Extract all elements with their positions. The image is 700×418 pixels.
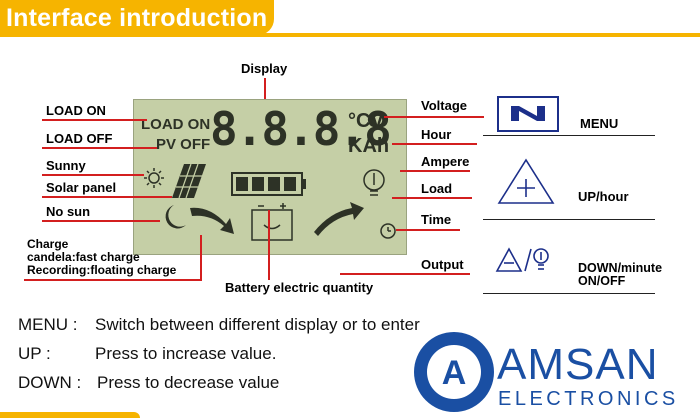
legend-up-key: UP : (18, 344, 51, 363)
legend-up-desc: Press to increase value. (95, 344, 277, 363)
sun-icon (144, 168, 164, 188)
legend-menu-key: MENU : (18, 315, 78, 334)
line-load-off (42, 147, 157, 149)
line-charge-bottom (24, 279, 202, 281)
up-label: UP/hour (578, 189, 629, 204)
brand-subtitle: ELECTRONICS (498, 388, 679, 410)
line-output (340, 273, 470, 275)
power-bulb-icon (533, 248, 549, 270)
lcd-pv-off: PV OFF (156, 136, 211, 153)
line-time (396, 229, 460, 231)
down-label-line1: DOWN/minute (578, 261, 663, 275)
lcd-cv: °CV (348, 110, 384, 132)
label-output: Output (421, 257, 464, 272)
clock-icon (380, 223, 396, 239)
label-charge-line2: candela:fast charge (27, 250, 140, 264)
line-solar-panel (42, 196, 172, 198)
display-pointer (264, 78, 266, 108)
divider-up (483, 219, 655, 220)
legend-menu-desc: Switch between different display or to e… (95, 315, 420, 334)
bulb-icon (363, 169, 385, 196)
menu-key-icon (511, 106, 545, 121)
label-charge-line3: Recording:floating charge (27, 263, 177, 277)
legend-down-desc: Press to decrease value (97, 373, 280, 392)
charge-arrow-icon (190, 207, 234, 234)
label-load-off: LOAD OFF (46, 131, 113, 146)
brand-name: AMSAN (497, 340, 659, 389)
line-sunny (42, 174, 144, 176)
label-load: Load (421, 181, 453, 196)
label-ampere: Ampere (421, 154, 470, 169)
lcd-kah: KAh (348, 135, 390, 157)
divider-menu (483, 135, 655, 136)
down-button[interactable] (495, 243, 557, 277)
logo-letter: A (442, 354, 467, 392)
line-battery (268, 210, 270, 280)
down-label: DOWN/minute ON/OFF (578, 262, 662, 288)
label-sunny: Sunny (46, 158, 86, 173)
bottom-accent-bar (0, 412, 140, 418)
label-hour: Hour (421, 127, 452, 142)
menu-button[interactable] (497, 96, 559, 134)
label-solar-panel: Solar panel (46, 180, 117, 195)
line-no-sun (42, 220, 160, 222)
line-load-on (42, 119, 147, 121)
lcd-digits: 8.8.8.8 (210, 102, 392, 156)
label-time: Time (421, 212, 452, 227)
label-charge: Charge candela:fast charge Recording:flo… (27, 238, 176, 277)
line-voltage (384, 116, 484, 118)
amsan-logo-icon: A (414, 332, 494, 412)
output-arrow-icon (314, 202, 364, 236)
label-battery-quantity: Battery electric quantity (225, 280, 374, 295)
page-title: Interface introduction (6, 4, 268, 32)
header-underline (0, 33, 700, 37)
divider-down (483, 293, 655, 294)
label-voltage: Voltage (421, 98, 467, 113)
line-load (392, 197, 472, 199)
down-label-line2: ON/OFF (578, 274, 626, 288)
header-bar (0, 0, 274, 35)
battery-icon (231, 172, 306, 196)
line-hour (392, 143, 477, 145)
legend-down-key: DOWN : (18, 373, 82, 392)
line-ampere (400, 170, 470, 172)
solar-panel-icon (172, 163, 206, 199)
moon-icon (165, 205, 186, 229)
line-charge-up (200, 235, 202, 281)
menu-label: MENU (580, 116, 619, 131)
lcd-icons (144, 163, 396, 241)
label-load-on: LOAD ON (46, 103, 106, 118)
up-button[interactable] (495, 157, 557, 207)
label-charge-line1: Charge (27, 237, 69, 251)
display-label: Display (241, 61, 288, 76)
lcd-load-on: LOAD ON (141, 116, 211, 133)
lcd-screen: LOAD ON PV OFF 8.8.8.8 °CV KAh (133, 99, 407, 255)
label-no-sun: No sun (46, 204, 91, 219)
battery-box-icon (251, 203, 293, 241)
